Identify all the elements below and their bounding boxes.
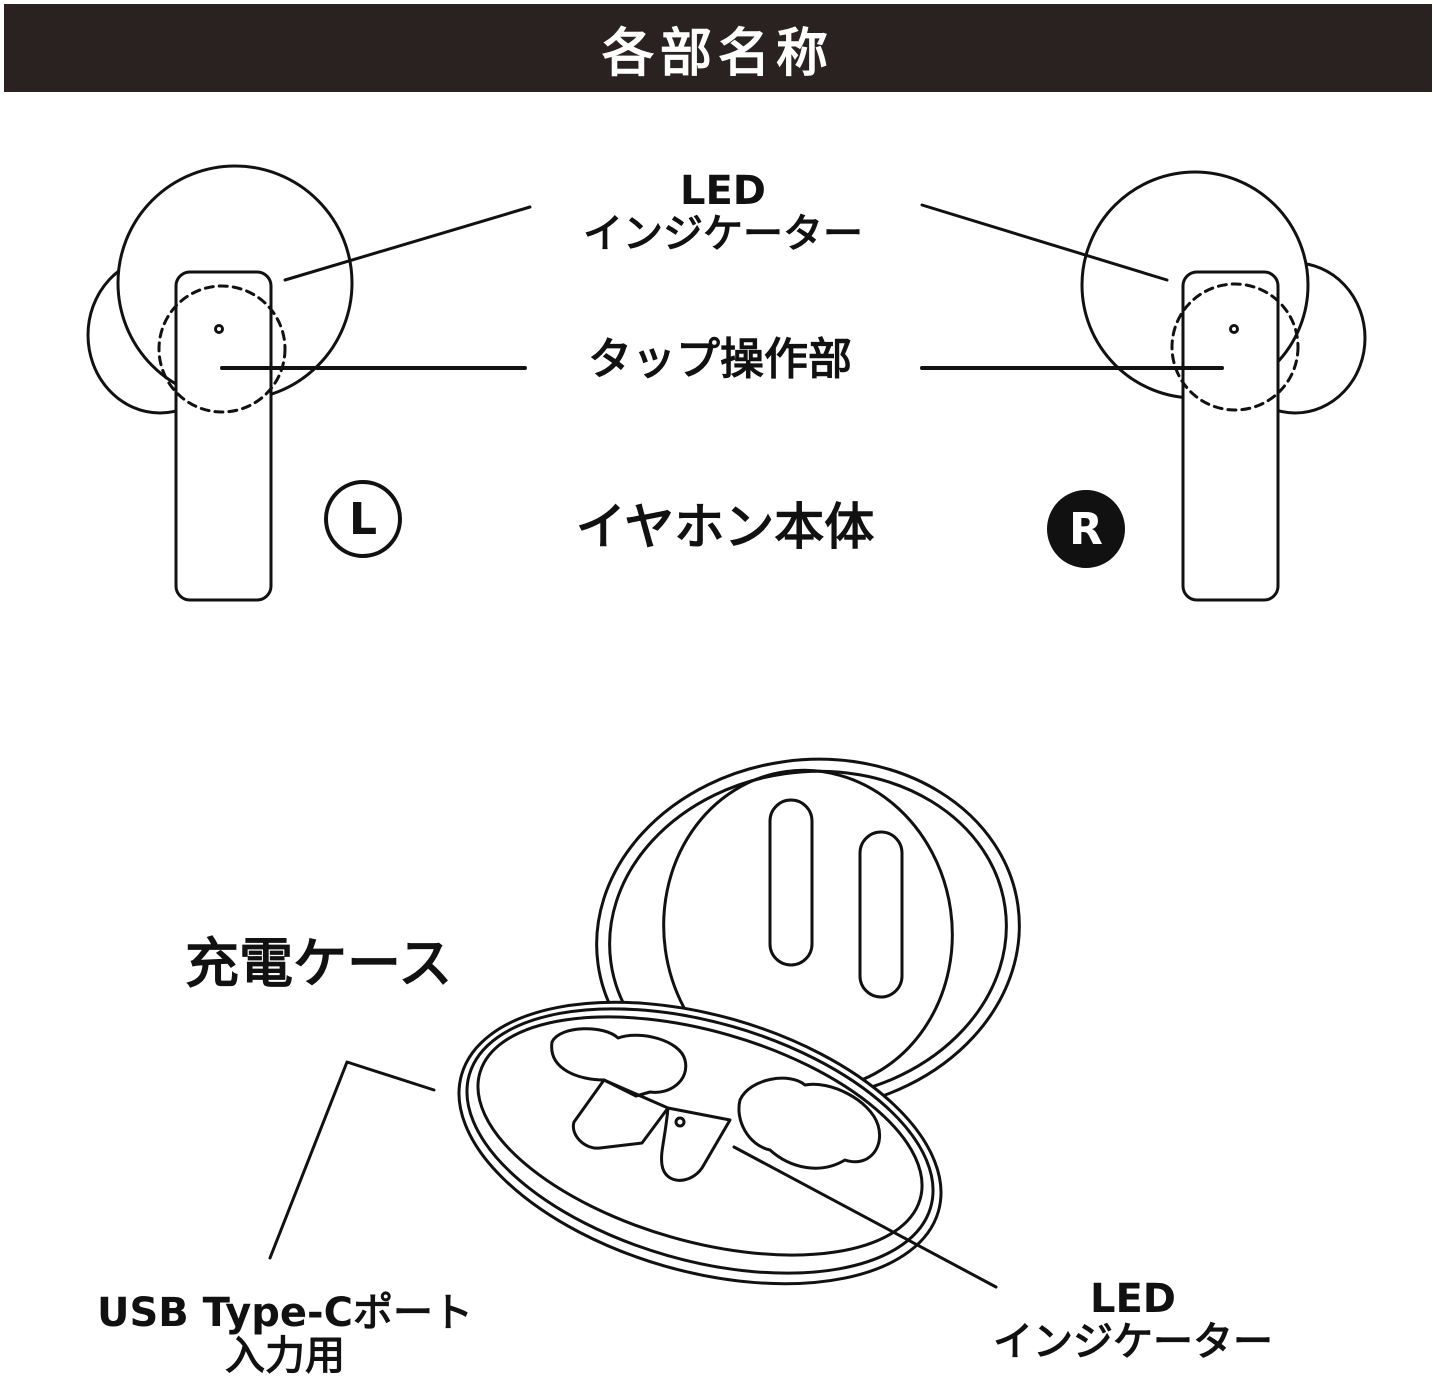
right-earbud-stem bbox=[1181, 270, 1280, 602]
case-stem-slot-left bbox=[571, 1078, 670, 1150]
right-indicator-badge: R bbox=[1047, 490, 1125, 568]
page-title: 各部名称 bbox=[601, 23, 834, 84]
tap-control-label: タップ操作部 bbox=[588, 334, 852, 385]
right-earbud bbox=[920, 170, 1367, 602]
earbud-led-label: LED インジケーター bbox=[548, 168, 898, 258]
left-indicator-badge: L bbox=[324, 480, 402, 558]
earbud-body-label: イヤホン本体 bbox=[575, 498, 875, 556]
charging-case-label: 充電ケース bbox=[185, 932, 453, 995]
earbud-led-label-line1: LED bbox=[679, 168, 766, 214]
title-banner: 各部名称 bbox=[4, 4, 1432, 92]
left-led-leader bbox=[283, 205, 532, 282]
lid-slot-left bbox=[768, 798, 814, 967]
usb-port-label: USB Type-Cポート 入力用 bbox=[55, 1290, 515, 1380]
case-led-label-line2: インジケーター bbox=[993, 1319, 1273, 1366]
right-tap-area bbox=[1170, 282, 1300, 412]
case-led-leader bbox=[732, 1145, 998, 1289]
left-tap-area bbox=[157, 284, 287, 414]
case-bud-cavity-right bbox=[737, 1076, 881, 1170]
left-earbud-stem bbox=[174, 270, 273, 602]
lid-slot-right bbox=[858, 830, 904, 999]
earbud-led-label-line2: インジケーター bbox=[583, 211, 863, 258]
case-base bbox=[457, 1000, 943, 1286]
case-led-dot bbox=[674, 1116, 686, 1128]
usb-port-label-line2: 入力用 bbox=[225, 1333, 345, 1380]
case-led-label-line1: LED bbox=[1089, 1276, 1176, 1322]
case-led-label: LED インジケーター bbox=[958, 1276, 1308, 1366]
case-bud-cavity-left bbox=[550, 1027, 688, 1098]
usb-port-label-line1: USB Type-Cポート bbox=[96, 1290, 474, 1336]
left-earbud bbox=[86, 164, 532, 602]
right-led-leader bbox=[920, 203, 1169, 282]
usb-port-leader bbox=[268, 1060, 436, 1260]
left-led-dot bbox=[214, 324, 224, 334]
right-led-dot bbox=[1229, 324, 1239, 334]
case-stem-slot-right bbox=[660, 1106, 732, 1182]
